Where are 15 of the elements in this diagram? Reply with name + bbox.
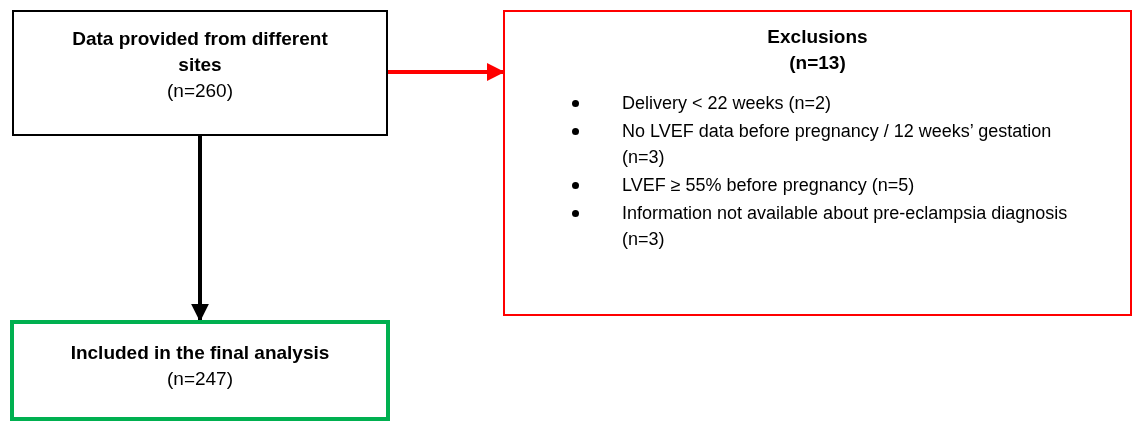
heading: (n=13) — [788, 51, 847, 75]
count-label: (n=260) — [166, 79, 234, 103]
list-item: No LVEF data before pregnancy / 12 weeks’ gestation (n=3) — [622, 120, 1053, 169]
exclusion-box — [503, 10, 1132, 316]
list-item: Delivery < 22 weeks (n=2) — [622, 92, 833, 115]
process-box — [12, 10, 388, 136]
result-box — [10, 320, 390, 421]
box-title: Data provided from different sites — [71, 27, 329, 77]
box-title: Included in the final analysis — [69, 341, 331, 365]
list-item: Information not available about pre-eclampsia diagnosis (n=3) — [622, 202, 1069, 251]
count-label: (n=247) — [166, 367, 234, 391]
arrow — [388, 63, 505, 81]
heading: Exclusions — [766, 25, 869, 49]
arrow — [191, 136, 209, 322]
list-item: LVEF ≥ 55% before pregnancy (n=5) — [622, 174, 916, 197]
